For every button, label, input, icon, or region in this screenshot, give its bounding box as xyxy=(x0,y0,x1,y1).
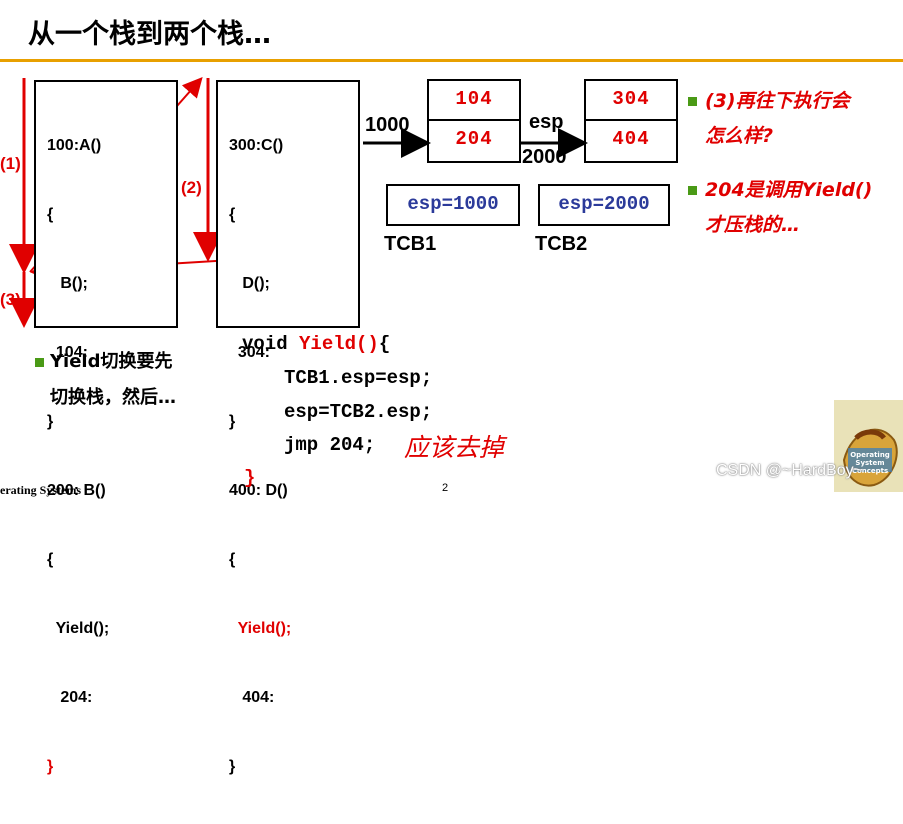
code-box-stack2: 300:C() { D(); 304: } 400: D() { Yield()… xyxy=(216,80,360,328)
note-line: Yield切换要先 xyxy=(50,344,176,380)
tcb2-label: TCB2 xyxy=(535,233,587,256)
addr-1000-label: 1000 xyxy=(365,114,410,137)
code-line: 400: D() xyxy=(229,479,291,502)
yield-code-line5: } xyxy=(244,467,255,489)
esp-label: esp xyxy=(529,111,563,134)
bullet-icon xyxy=(688,97,697,106)
note-line: 切换栈，然后… xyxy=(50,380,176,416)
bullet-icon xyxy=(35,358,44,367)
code-function-name: Yield() xyxy=(299,333,379,355)
code-line: Yield(); xyxy=(229,617,291,640)
code-line: 300:C() xyxy=(229,134,291,157)
yield-code-line3: esp=TCB2.esp; xyxy=(284,401,432,423)
stack1-cell-bottom: 204 xyxy=(427,119,521,163)
code-keyword: void xyxy=(242,333,299,355)
yield-code-line2: TCB1.esp=esp; xyxy=(284,367,432,389)
code-line: } xyxy=(47,755,109,778)
note-204: 204是调用Yield() 才压栈的… xyxy=(705,173,872,243)
yield-code-line4: jmp 204; xyxy=(284,434,375,456)
code-line: { xyxy=(47,203,109,226)
note-line: 怎么样? xyxy=(705,119,850,154)
yield-code-line1: void Yield(){ xyxy=(242,333,390,355)
stack2-cell-top: 304 xyxy=(584,79,678,121)
footer-page-number: 2 xyxy=(442,482,448,494)
svg-text:Operating: Operating xyxy=(850,451,890,459)
footer-course-title: erating Systems xyxy=(0,483,81,498)
note-line: (3)再往下执行会 xyxy=(705,84,850,119)
code-lines-stack1: 100:A() { B(); 104: } 200: B() { Yield()… xyxy=(47,88,109,824)
stack1-cell-top: 104 xyxy=(427,79,521,121)
remove-note: 应该去掉 xyxy=(404,428,504,464)
note-yield-switch: Yield切换要先 切换栈，然后… xyxy=(50,344,176,416)
code-line: { xyxy=(229,548,291,571)
note-line: 才压栈的… xyxy=(705,208,872,243)
tcb1-esp-box: esp=1000 xyxy=(386,184,520,226)
note-line: 204是调用Yield() xyxy=(705,173,872,208)
code-line: 404: xyxy=(229,686,291,709)
code-line: 100:A() xyxy=(47,134,109,157)
code-line: D(); xyxy=(229,272,291,295)
step2-label: (2) xyxy=(181,178,202,198)
watermark: CSDN @~HardBoy~ xyxy=(716,462,863,480)
code-line: Yield(); xyxy=(47,617,109,640)
code-line: } xyxy=(229,755,291,778)
bullet-icon xyxy=(688,186,697,195)
tcb2-esp-box: esp=2000 xyxy=(538,184,670,226)
step3-label: (3) xyxy=(0,290,21,310)
code-line: B(); xyxy=(47,272,109,295)
code-line: { xyxy=(229,203,291,226)
code-lines-stack2: 300:C() { D(); 304: } 400: D() { Yield()… xyxy=(229,88,291,824)
step1-label: (1) xyxy=(0,154,21,174)
note-question: (3)再往下执行会 怎么样? xyxy=(705,84,850,154)
code-line: } xyxy=(229,410,291,433)
code-line: { xyxy=(47,548,109,571)
code-box-stack1: 100:A() { B(); 104: } 200: B() { Yield()… xyxy=(34,80,178,328)
stack2-cell-bottom: 404 xyxy=(584,119,678,163)
code-brace: { xyxy=(379,333,390,355)
tcb1-label: TCB1 xyxy=(384,233,436,256)
code-line: 204: xyxy=(47,686,109,709)
addr-2000-label: 2000 xyxy=(522,146,567,169)
